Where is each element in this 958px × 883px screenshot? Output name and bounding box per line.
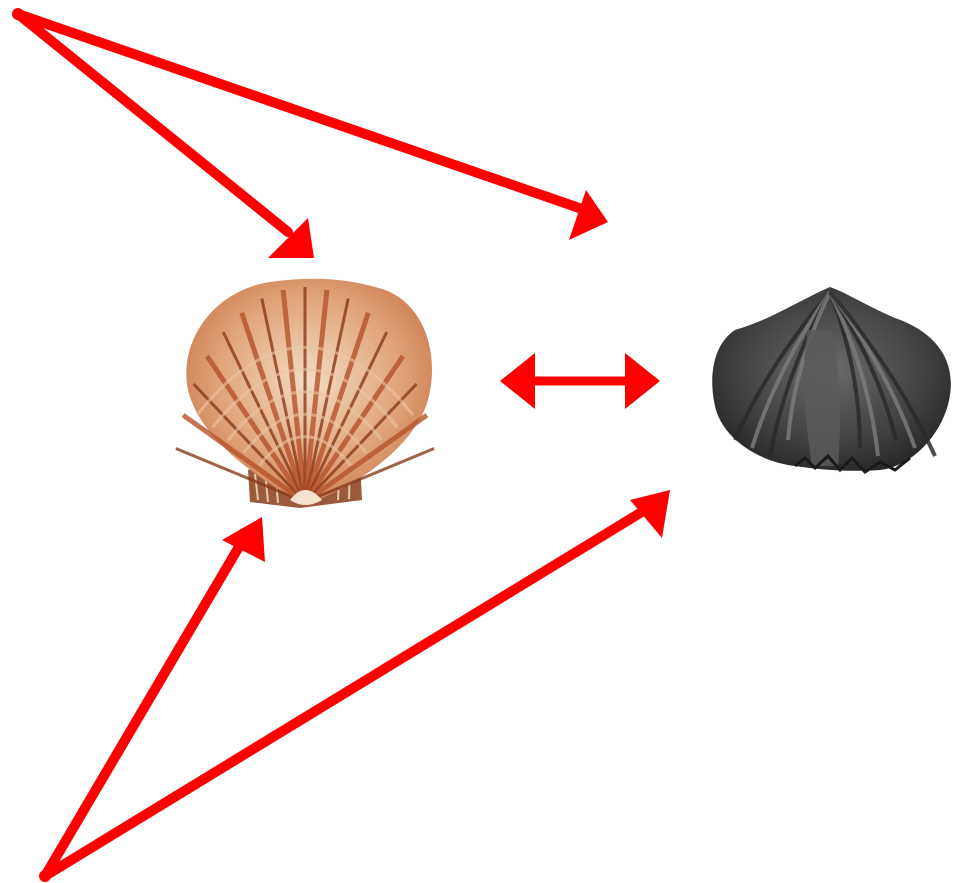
brachiopod-sulcus: [804, 330, 840, 466]
arrow-top-left-to-scallop: [18, 14, 288, 232]
arrow-top-left-to-right: [18, 14, 585, 210]
arrow-head-between-left: [500, 353, 535, 409]
arrow-bottom-left-to-scallop: [45, 545, 240, 876]
brachiopod-fossil: [712, 287, 951, 472]
arrow-head-between-right: [625, 353, 660, 409]
arrow-origin-top: [12, 8, 24, 20]
arrow-bottom-left-to-brachiopod: [45, 510, 645, 876]
scallop-shell: [176, 279, 434, 508]
arrow-origin-bottom: [39, 870, 51, 882]
arrow-head-right-top: [569, 190, 608, 240]
